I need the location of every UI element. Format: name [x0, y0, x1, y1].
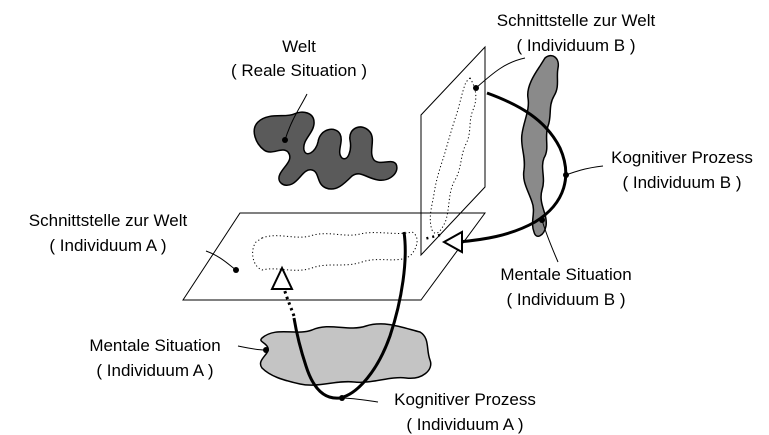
label-mental-b-title: Mentale Situation: [500, 265, 631, 284]
interface-plane-a: [183, 213, 485, 300]
label-mental-b-subtitle: ( Individuum B ): [506, 290, 625, 309]
label-interface-b-subtitle: ( Individuum B ): [516, 36, 635, 55]
leader-dot-interface-b: [473, 85, 479, 91]
world-shape: [254, 112, 397, 189]
leader-dot-welt: [282, 137, 288, 143]
leader-mental-a: [238, 346, 266, 350]
leader-mental-b: [542, 220, 558, 262]
label-interface-a-subtitle: ( Individuum A ): [49, 236, 166, 255]
label-welt-subtitle: ( Reale Situation ): [231, 61, 367, 80]
leader-cognitive-a: [342, 398, 378, 402]
label-interface-b-title: Schnittstelle zur Welt: [497, 11, 656, 30]
leader-interface-a: [206, 251, 236, 270]
label-mental-a-subtitle: ( Individuum A ): [96, 361, 213, 380]
leader-dot-mental-b: [539, 217, 545, 223]
leader-dot-interface-a: [233, 267, 239, 273]
mental-situation-a-shape: [260, 324, 430, 385]
arrowhead-a: [272, 268, 292, 289]
interface-projection-a: [253, 232, 417, 270]
label-mental-a-title: Mentale Situation: [89, 336, 220, 355]
leader-dot-cognitive-b: [563, 172, 569, 178]
label-cognitive-b-title: Kognitiver Prozess: [611, 148, 753, 167]
leader-cognitive-b: [566, 166, 603, 175]
interface-plane-b: [421, 47, 485, 255]
label-cognitive-b-subtitle: ( Individuum B ): [622, 173, 741, 192]
arrowhead-b: [444, 232, 462, 252]
label-interface-a-title: Schnittstelle zur Welt: [29, 211, 188, 230]
label-welt-title: Welt: [282, 37, 316, 56]
label-cognitive-a-subtitle: ( Individuum A ): [406, 415, 523, 434]
cognitive-process-a-hidden: [284, 288, 294, 316]
interface-projection-b: [430, 78, 476, 233]
leader-dot-cognitive-a: [339, 395, 345, 401]
label-cognitive-a-title: Kognitiver Prozess: [394, 390, 536, 409]
leader-interface-b: [476, 58, 525, 88]
leader-dot-mental-a: [263, 347, 269, 353]
